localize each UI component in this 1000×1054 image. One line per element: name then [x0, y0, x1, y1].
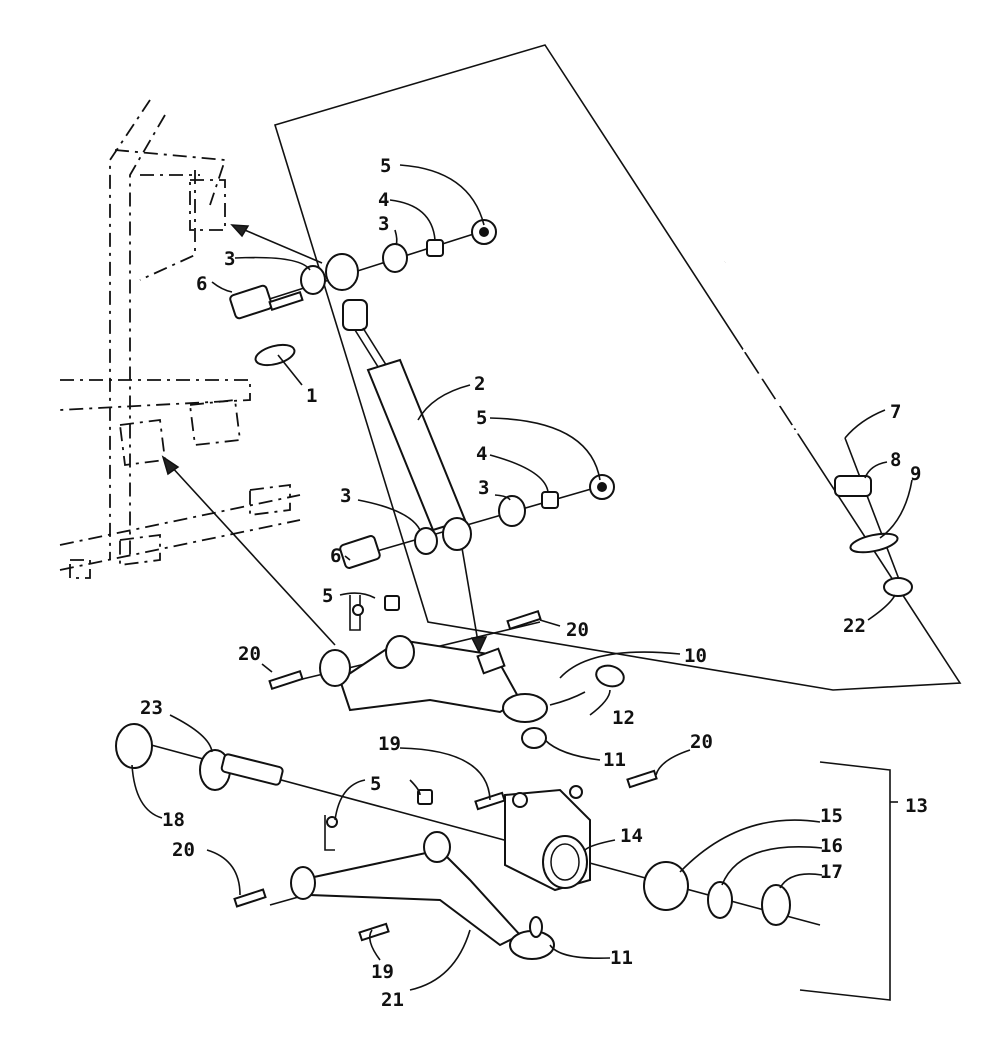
shock-group-outline [273, 44, 962, 691]
callout-12: 12 [612, 707, 635, 729]
callout-17: 17 [820, 861, 843, 883]
callout-19: 19 [378, 733, 401, 755]
lower-shock-axis [369, 484, 606, 554]
callout-4: 4 [378, 189, 389, 211]
arrow-head-icon [161, 455, 180, 476]
callout-6: 6 [196, 273, 207, 295]
upper-axis-line [259, 231, 481, 303]
callout-21: 21 [381, 989, 404, 1011]
steering-knuckle [504, 785, 591, 892]
callout-15: 15 [820, 805, 843, 827]
clip-16 [707, 881, 733, 919]
callout-22: 22 [843, 615, 866, 637]
callout-3: 3 [224, 248, 235, 270]
callout-13: 13 [905, 795, 928, 817]
hub-group-bracket [799, 761, 891, 1001]
callout-16: 16 [820, 835, 843, 857]
spring-axis [844, 437, 906, 596]
seal-18 [115, 723, 153, 769]
callout-20: 20 [238, 643, 261, 665]
leader-lines [131, 164, 913, 991]
callout-14: 14 [620, 825, 643, 847]
shock-absorber [254, 299, 472, 551]
callout-20: 20 [566, 619, 589, 641]
callout-18: 18 [162, 809, 185, 831]
callout-5: 5 [380, 155, 391, 177]
arrow-head-icon [470, 636, 488, 654]
callout-5: 5 [476, 407, 487, 429]
callout-20: 20 [690, 731, 713, 753]
arrow-shock-mount [239, 227, 323, 264]
bearing-15 [643, 861, 689, 911]
callout-2: 2 [474, 373, 485, 395]
callout-3: 3 [340, 485, 351, 507]
upper-a-arm [268, 595, 625, 749]
upper-shock-hardware [229, 219, 497, 320]
chassis-frame [59, 99, 301, 579]
callout-11: 11 [610, 947, 633, 969]
callout-4: 4 [476, 443, 487, 465]
lower-a-arm [233, 769, 658, 960]
spindle-23 [199, 749, 284, 791]
callout-23: 23 [140, 697, 163, 719]
seal-17 [761, 884, 791, 926]
lower-shock-hardware [339, 474, 615, 569]
callout-5: 5 [322, 585, 333, 607]
callout-19: 19 [371, 961, 394, 983]
callout-6: 6 [330, 545, 341, 567]
coil-spring [724, 248, 913, 597]
callout-11: 11 [603, 749, 626, 771]
arrow-arm-mount [169, 464, 336, 646]
callout-1: 1 [306, 385, 317, 407]
callout-3: 3 [378, 213, 389, 235]
callout-8: 8 [890, 449, 901, 471]
callout-20: 20 [172, 839, 195, 861]
callout-10: 10 [684, 645, 707, 667]
callout-9: 9 [910, 463, 921, 485]
callout-5: 5 [370, 773, 381, 795]
callout-3: 3 [478, 477, 489, 499]
arrow-head-icon [230, 224, 250, 238]
callout-7: 7 [890, 401, 901, 423]
arrow-shock-to-arm [461, 547, 479, 643]
